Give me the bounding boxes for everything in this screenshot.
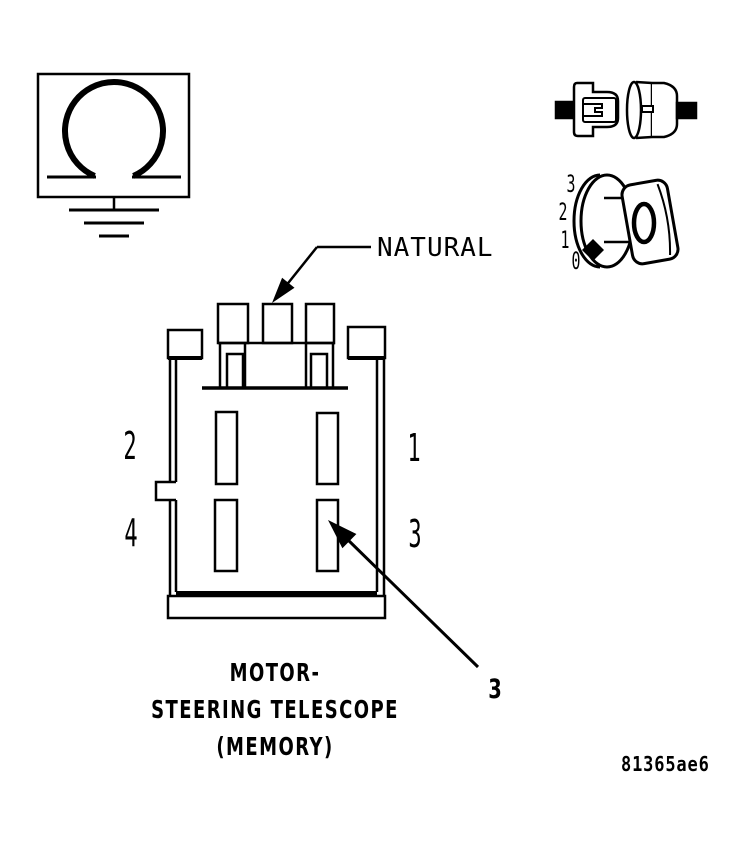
pin-label-1: 1 [407,426,421,470]
connector-caption: MOTOR- STEERING TELESCOPE (MEMORY) [131,654,419,765]
connector-face-drawing [154,302,387,620]
pin-cavity-4 [213,498,239,573]
caption-line-2: STEERING TELESCOPE [151,695,399,724]
pin-cavity-1 [315,411,340,486]
dial-position-3: 3 [566,170,576,198]
figure-id: 81365ae6 [621,752,710,776]
wire-color-label: NATURAL [377,233,494,263]
pin3-callout-arrow [328,520,480,669]
dial-position-0: 0 [571,247,581,275]
pin-label-2: 2 [123,424,137,468]
caption-line-3: (MEMORY) [216,732,334,761]
dial-position-2: 2 [558,198,568,226]
caption-line-1: MOTOR- [229,658,321,687]
ignition-switch-position-icon [572,173,680,269]
natural-leader-arrow [272,245,371,303]
pin-label-4: 4 [124,511,138,555]
callout-label-3: 3 [488,674,502,705]
ohm-ground-icon [36,72,191,238]
inline-connector-pair-icon [554,80,698,140]
pin-cavity-2 [214,410,239,486]
dial-pointer-diamond [582,239,604,261]
keyway-notch [154,480,176,502]
pin-cavity-3 [315,498,340,573]
dial-position-1: 1 [560,226,570,254]
pin-label-3: 3 [408,512,422,556]
